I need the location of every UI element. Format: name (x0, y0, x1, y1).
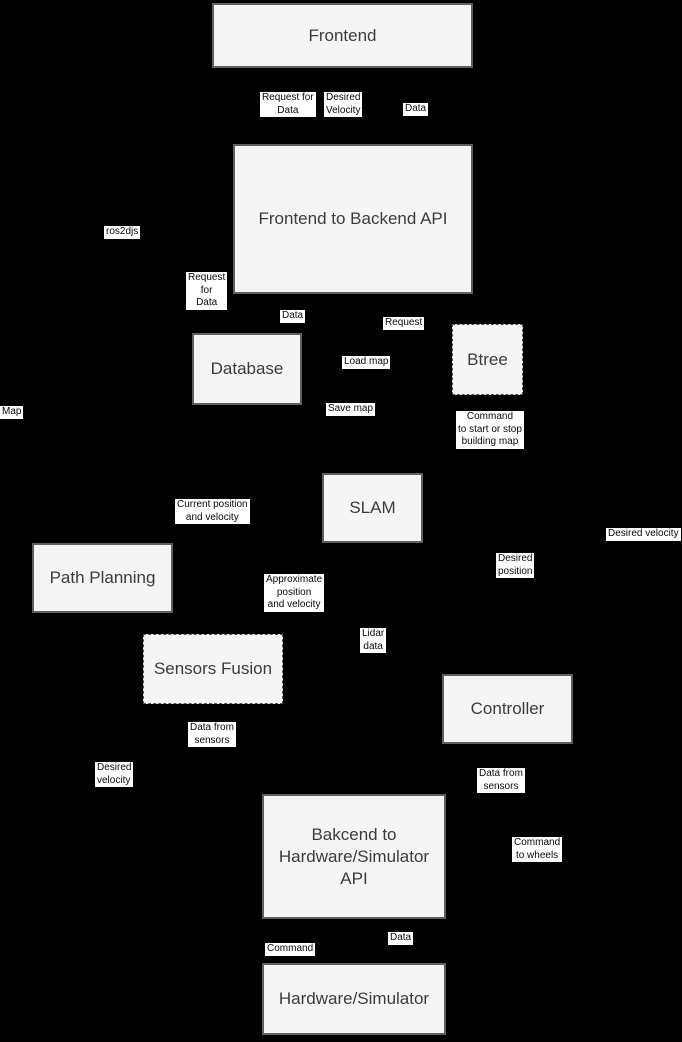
edge-label-desired-velocity-right: Desired velocity (606, 528, 681, 541)
edge-label-data-from-sensors-left: Data from sensors (188, 722, 236, 747)
edge-label-data-top: Data (403, 103, 429, 116)
edge-label-command-bottom: Command (265, 943, 316, 956)
edge-label-data-from-sensors-right: Data from sensors (477, 768, 525, 793)
edge-label-data-bottom: Data (388, 932, 414, 945)
node-btree: Btree (452, 324, 523, 395)
edge-label-ros2djs: ros2djs (104, 226, 141, 239)
edge-label-request: Request (383, 317, 425, 330)
node-controller: Controller (442, 674, 573, 744)
edge-label-approximate-position-and-velocity: Approximate position and velocity (264, 574, 325, 612)
node-path-planning: Path Planning (32, 543, 173, 613)
node-hardware-simulator: Hardware/Simulator (262, 963, 446, 1035)
edge-label-desired-position: Desired position (496, 553, 535, 578)
edge-label-current-position-and-velocity: Current position and velocity (175, 499, 250, 524)
edge-label-data-mid: Data (280, 310, 306, 323)
edge-label-lidar-data: Lidar data (360, 628, 387, 653)
node-backend-to-hardware-api: Bakcend to Hardware/Simulator API (262, 794, 446, 919)
node-frontend: Frontend (212, 3, 473, 68)
node-frontend-to-backend-api: Frontend to Backend API (233, 144, 473, 294)
edge-label-map: Map (0, 406, 24, 419)
edge-label-desired-velocity-bottom-left: Desired velocity (95, 762, 134, 787)
edge-label-request-for-data-mid: Request for Data (186, 272, 228, 310)
edge-label-command-start-stop-building-map: Command to start or stop building map (456, 411, 524, 449)
node-database: Database (192, 333, 302, 405)
edge-label-command-to-wheels: Command to wheels (512, 837, 563, 862)
node-slam: SLAM (322, 473, 423, 543)
edge-label-save-map: Save map (326, 403, 376, 416)
edge-label-load-map: Load map (342, 356, 391, 369)
edge-label-request-for-data-top: Request for Data (260, 92, 316, 117)
node-sensors-fusion: Sensors Fusion (143, 634, 283, 704)
edge-label-desired-velocity-top: Desired Velocity (324, 92, 363, 117)
